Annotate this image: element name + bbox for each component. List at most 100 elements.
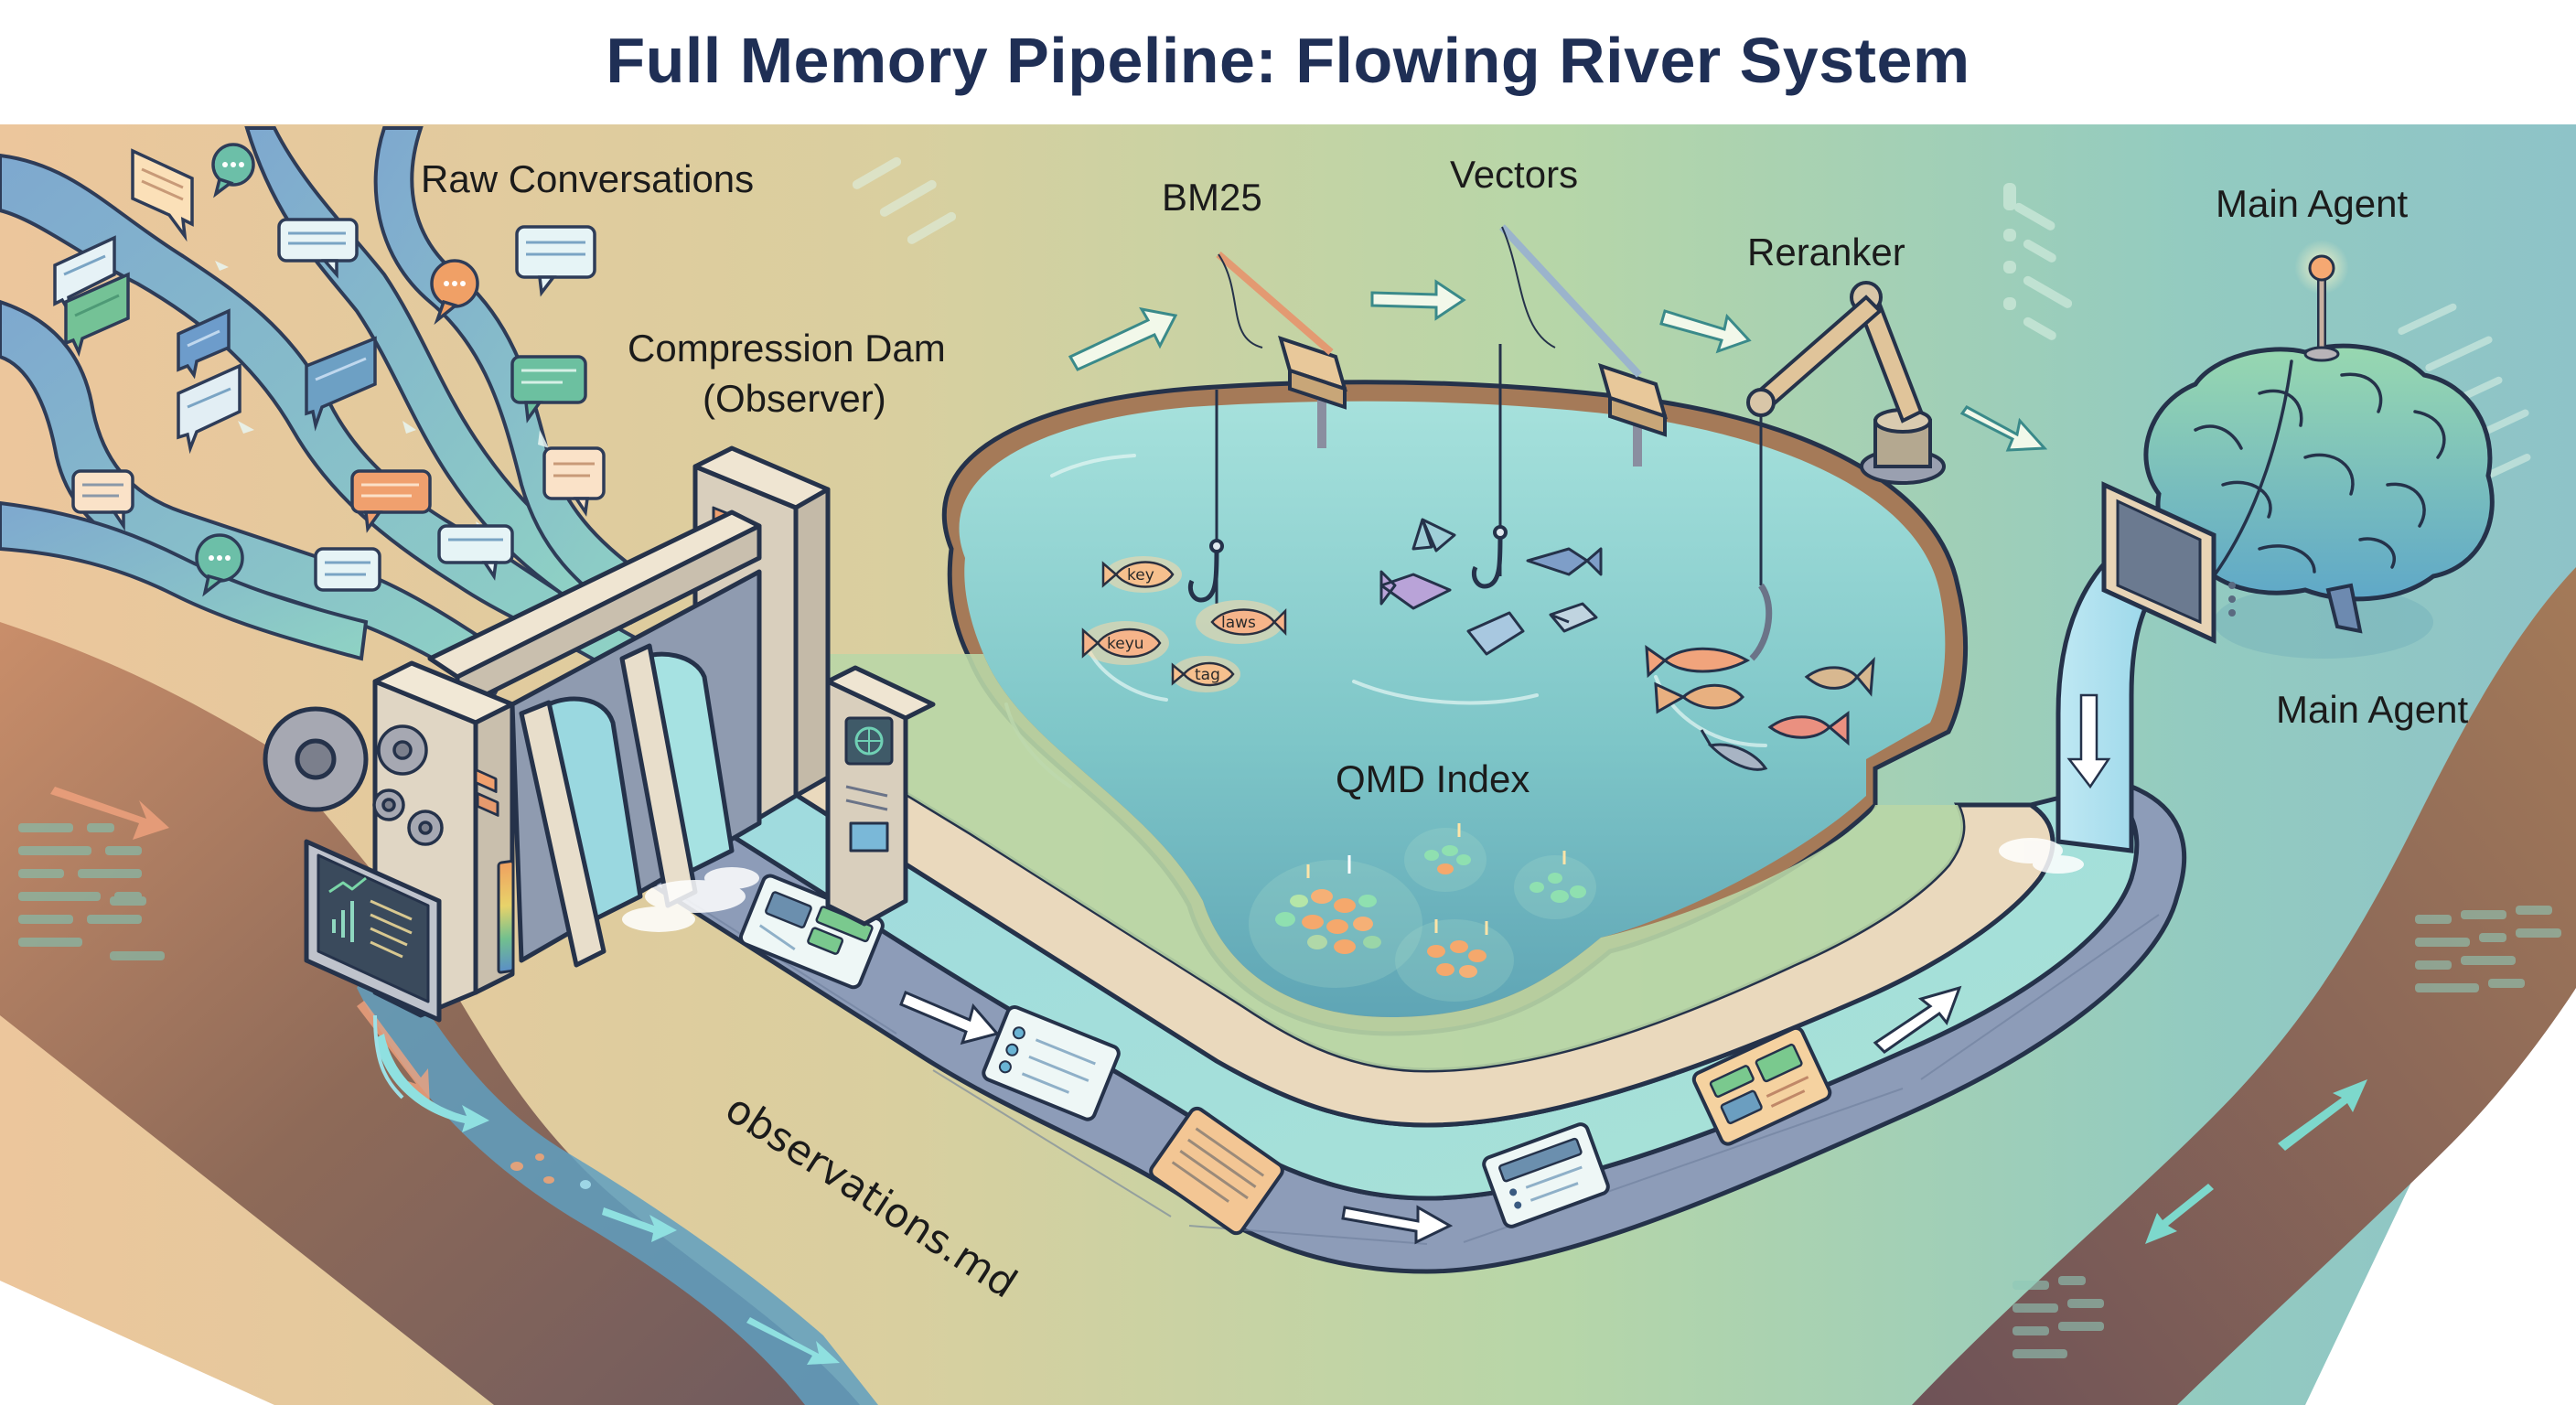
- fish-label: laws: [1221, 614, 1256, 632]
- document-card-icon: [1149, 1106, 1284, 1236]
- title-bar: Full Memory Pipeline: Flowing River Syst…: [0, 0, 2576, 124]
- page-title: Full Memory Pipeline: Flowing River Syst…: [606, 25, 1970, 96]
- reranker-robotic-arm: [1746, 281, 1946, 661]
- pipeline-flow-arrows: [1068, 279, 2048, 452]
- right-cliff-arrows: [2145, 1079, 2367, 1244]
- chat-bubble-icon: [314, 547, 381, 592]
- chat-bubble-icon: [131, 148, 194, 242]
- origami-fish-icon: [1526, 547, 1603, 576]
- gear-icon: [372, 788, 405, 821]
- hook-icon: [1187, 548, 1219, 603]
- chat-bubble-icon: [430, 259, 479, 326]
- vector-fish-group: [1379, 518, 1603, 656]
- fish-icon: key: [1101, 556, 1182, 593]
- observer-label: (Observer): [703, 377, 886, 420]
- gear-icon: [263, 706, 369, 812]
- fish-label: tag: [1195, 666, 1220, 684]
- flow-arrow-icon: [1341, 1205, 1454, 1245]
- splash: [622, 867, 759, 932]
- fish-icon: [1700, 729, 1768, 771]
- fish-icon: [1645, 644, 1751, 679]
- bm25-fishing-rod: [1187, 251, 1347, 604]
- gear-icon: [377, 724, 428, 776]
- raw-conversations-label: Raw Conversations: [421, 157, 754, 200]
- chat-bubble-icon: [71, 469, 134, 531]
- left-cliff-data-dashes: [18, 823, 165, 960]
- qmd-index-label: QMD Index: [1336, 757, 1530, 800]
- chat-bubble-icon: [305, 336, 377, 432]
- pond-water: [959, 401, 1946, 1018]
- fish-icon: tag: [1171, 656, 1240, 692]
- document-card-icon: [982, 1004, 1121, 1121]
- compression-dam: [263, 445, 936, 1099]
- brain-folds: [2194, 359, 2446, 578]
- drain-stream: [373, 1014, 404, 1099]
- origami-fish-icon: [1466, 611, 1525, 656]
- index-node-clusters: [1249, 823, 1596, 1002]
- main-agent-brain: [2101, 240, 2495, 659]
- stream-pebbles: [510, 1153, 591, 1189]
- keyword-fish-group: key keyu laws tag: [1081, 556, 1287, 692]
- chat-bubble-icon: [542, 446, 606, 517]
- flow-arrow-icon: [2066, 693, 2111, 789]
- fish-icon: laws: [1196, 600, 1287, 644]
- inner-bank: [677, 654, 1963, 1070]
- sky-data-dashes: [852, 156, 2531, 481]
- hook-icon: [1749, 583, 1773, 661]
- chat-bubble-icon: [437, 524, 514, 581]
- flow-arrow-icon: [1873, 985, 1962, 1054]
- fish-label: key: [1127, 566, 1154, 585]
- index-cluster: [1395, 919, 1514, 1002]
- document-card-icon: [738, 874, 885, 990]
- fish-icon: keyu: [1081, 621, 1169, 665]
- reranker-label: Reranker: [1747, 231, 1905, 273]
- compression-dam-label: Compression Dam: [628, 327, 946, 370]
- origami-fish-icon: [1379, 570, 1452, 610]
- chat-bubble-icon: [350, 469, 432, 533]
- chat-bubble-icon: [177, 308, 231, 380]
- index-cluster: [1249, 855, 1422, 988]
- index-cluster: [1514, 851, 1596, 919]
- fish-icon: [1767, 711, 1850, 746]
- status-light: [474, 767, 498, 793]
- splash: [1999, 838, 2084, 874]
- chat-bubble-icon: [277, 218, 359, 279]
- fish-icon: [1804, 657, 1875, 697]
- document-cards: [738, 874, 1832, 1236]
- vectors-label: Vectors: [1450, 153, 1578, 196]
- brain-stem: [2325, 583, 2363, 634]
- flow-arrow-icon: [1068, 306, 1178, 371]
- document-card-icon: [1691, 1025, 1832, 1146]
- brain-icon: [2143, 343, 2495, 602]
- main-agent-side-label: Main Agent: [2276, 688, 2468, 731]
- channel-flow-arrows: [899, 985, 1962, 1245]
- underground-stream: [357, 942, 878, 1405]
- chat-bubble-icon: [195, 533, 244, 597]
- main-agent-top-label: Main Agent: [2216, 182, 2408, 225]
- index-cluster: [1404, 823, 1487, 892]
- waterfall: [546, 696, 643, 927]
- analytics-monitor: [304, 839, 442, 1023]
- fish-label: keyu: [1107, 635, 1144, 653]
- reranked-fish-group: [1645, 644, 1875, 771]
- chat-bubble-icon: [64, 272, 130, 358]
- flow-arrow-icon: [899, 991, 1000, 1046]
- vectors-fishing-rod: [1471, 224, 1668, 589]
- origami-fish-icon: [1411, 518, 1456, 552]
- observations-channel: [509, 650, 2187, 1274]
- flow-arrow-icon: [1959, 405, 2048, 452]
- flow-arrow-icon: [1370, 279, 1466, 321]
- right-cliff-data-dashes: [2012, 906, 2561, 1358]
- chat-bubble-icon: [515, 225, 596, 297]
- gear-icon: [407, 810, 444, 846]
- chat-bubble-icon: [211, 143, 255, 198]
- chat-bubble-icon: [510, 355, 587, 424]
- fish-icon: [1654, 681, 1745, 714]
- stream-arrows: [375, 1034, 840, 1365]
- flow-arrow-icon: [1659, 309, 1752, 354]
- bm25-label: BM25: [1162, 176, 1262, 219]
- chart-line-icon: [328, 876, 367, 894]
- origami-fish-icon: [1549, 602, 1598, 633]
- level-gauge: [497, 860, 515, 974]
